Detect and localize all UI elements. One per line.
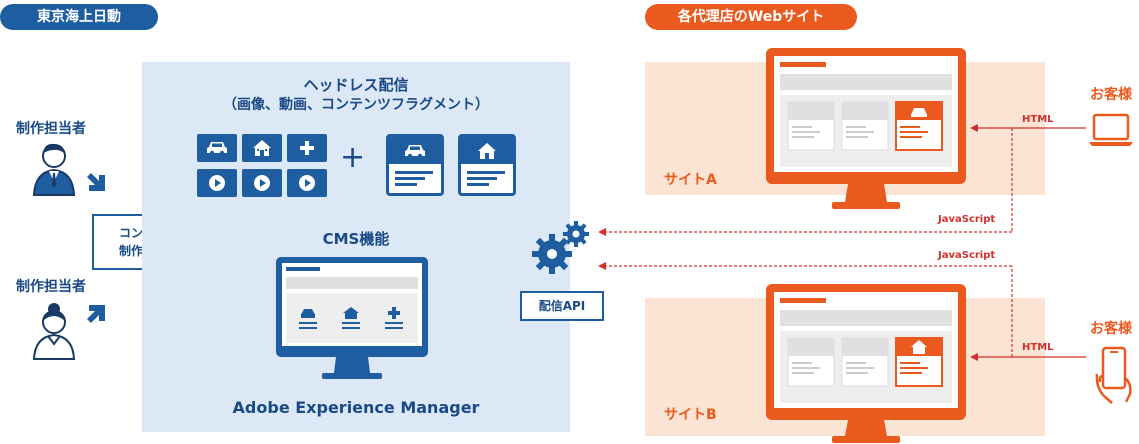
house-icon <box>478 142 496 159</box>
house-icon <box>253 140 271 156</box>
tile-video-1 <box>197 169 237 197</box>
site-a-label: サイトA <box>664 172 717 188</box>
content-fragment-house <box>458 134 516 196</box>
javascript-label-bottom: JavaScript <box>938 250 996 261</box>
html-label-top: HTML <box>1022 114 1054 125</box>
medical-cross-icon <box>300 141 314 155</box>
tokio-marine-label: 東京海上日動 <box>0 4 158 30</box>
delivery-api-box: 配信API <box>520 291 604 321</box>
author-label-top: 制作担当者 <box>16 121 86 137</box>
gears-icon <box>532 221 589 274</box>
cms-monitor-icon <box>276 257 428 379</box>
javascript-label-top: JavaScript <box>938 214 996 225</box>
site-b-monitor-icon <box>766 284 966 443</box>
content-fragment-car <box>386 134 444 196</box>
connector-lines <box>598 124 1086 361</box>
tile-video-2 <box>242 169 282 197</box>
cms-label: CMS機能 <box>322 230 390 248</box>
video-play-icon <box>254 175 270 191</box>
tile-car <box>197 134 237 162</box>
site-b-label: サイトB <box>664 407 717 423</box>
customer-label-top: お客様 <box>1090 87 1132 103</box>
arrow-up-right-icon <box>87 305 105 323</box>
author-label-bottom: 制作担当者 <box>16 279 86 295</box>
headless-title: ヘッドレス配信 <box>303 76 409 94</box>
customer-label-bottom: お客様 <box>1090 321 1132 337</box>
agency-websites-label: 各代理店のWebサイト <box>645 4 857 30</box>
car-icon <box>207 142 227 156</box>
author-female-icon <box>32 303 76 360</box>
site-a-monitor-icon <box>766 48 966 209</box>
author-male-icon <box>32 143 76 196</box>
plus-sign: + <box>340 140 366 175</box>
arrow-down-right-icon <box>87 173 105 191</box>
tile-house <box>242 134 282 162</box>
laptop-icon <box>1089 113 1133 146</box>
aem-product-name: Adobe Experience Manager <box>232 398 480 417</box>
video-play-icon <box>209 175 225 191</box>
tile-video-3 <box>287 169 327 197</box>
car-icon <box>405 144 425 158</box>
video-play-icon <box>299 175 315 191</box>
tile-medical <box>287 134 327 162</box>
headless-subtitle: （画像、動画、コンテンツフラグメント） <box>223 97 489 113</box>
smartphone-hand-icon <box>1095 346 1132 404</box>
html-label-bottom: HTML <box>1022 342 1054 353</box>
